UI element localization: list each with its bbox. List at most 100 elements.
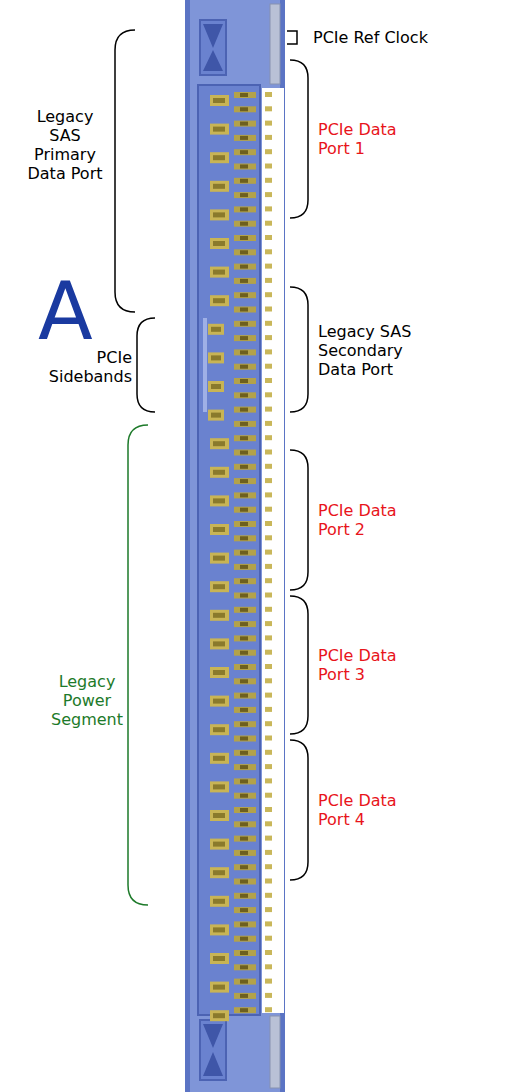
bracket (128, 425, 148, 905)
contact-pin-core (240, 508, 248, 512)
edge-pad (265, 435, 272, 440)
contact-core (213, 842, 225, 847)
pin-bay (198, 85, 260, 1015)
edge-pad (265, 550, 272, 555)
contact-pin-core (240, 279, 248, 283)
contact-pin (234, 249, 256, 255)
contact-pin (234, 392, 256, 398)
edge-pad (265, 335, 272, 340)
edge-pad (265, 936, 272, 941)
contact-pin (234, 221, 256, 227)
contact-core (213, 556, 225, 561)
edge-pad (265, 507, 272, 512)
edge-pad (265, 535, 272, 540)
contact-pin-core (240, 908, 248, 912)
contact-pad (210, 581, 229, 592)
edge-pad (265, 307, 272, 312)
contact-pin-core (240, 136, 248, 140)
contact-pin (234, 564, 256, 570)
contact-pin (234, 635, 256, 641)
edge-pad (265, 192, 272, 197)
edge-pad (265, 979, 272, 984)
contact-pin-core (240, 379, 248, 383)
contact-core (213, 641, 225, 646)
contact-pad (210, 696, 229, 707)
edge-pad (265, 1007, 272, 1012)
edge-pad (265, 693, 272, 698)
edge-pad (265, 564, 272, 569)
contact-core (213, 927, 225, 932)
edge-pad (265, 478, 272, 483)
contact-pin (234, 435, 256, 441)
edge-pad (265, 121, 272, 126)
edge-pad (265, 621, 272, 626)
edge-pad (265, 836, 272, 841)
edge-pad (265, 750, 272, 755)
contact-pin (234, 92, 256, 98)
contact-pin-core (240, 679, 248, 683)
edge-pad (265, 635, 272, 640)
contact-pin-core (240, 1008, 248, 1012)
contact-pin (234, 893, 256, 899)
contact-pin-core (240, 808, 248, 812)
contact-pin (234, 850, 256, 856)
edge-pad (265, 778, 272, 783)
contact-pin-core (240, 551, 248, 555)
contact-pin-core (240, 622, 248, 626)
contact-pin (234, 492, 256, 498)
contact-pin-core (240, 479, 248, 483)
bracket (287, 31, 297, 44)
contact-pin (234, 650, 256, 656)
edge-pad (265, 921, 272, 926)
port-label: PCIe Data Port 1 (318, 120, 412, 158)
contact-pin (234, 464, 256, 470)
contact-pin-core (240, 851, 248, 855)
latch-top (200, 20, 226, 75)
contact-core (213, 498, 225, 503)
edge-pad (265, 407, 272, 412)
contact-pad (210, 638, 229, 649)
contact-pin-core (240, 994, 248, 998)
port-label: PCIe Data Port 3 (318, 646, 412, 684)
edge-pad (265, 793, 272, 798)
edge-pad (265, 807, 272, 812)
contact-pin-core (240, 636, 248, 640)
contact-core (213, 613, 225, 618)
contact-pad (210, 610, 229, 621)
contact-pad (210, 524, 229, 535)
contact-pin (234, 764, 256, 770)
contact-core (213, 470, 225, 475)
contact-pin-core (240, 393, 248, 397)
contact-pin-core (240, 665, 248, 669)
contact-pin (234, 178, 256, 184)
contact-pin-core (240, 493, 248, 497)
contact-core (213, 756, 225, 761)
contact-pin (234, 621, 256, 627)
contact-pad (210, 295, 229, 306)
contact-pin-core (240, 779, 248, 783)
connector-housing (185, 0, 285, 1092)
contact-pin-core (240, 765, 248, 769)
contact-pin (234, 979, 256, 985)
edge-pad (265, 164, 272, 169)
contact-pin-core (240, 651, 248, 655)
latch-bottom (200, 1020, 226, 1080)
edge-pad (265, 135, 272, 140)
contact-core (211, 355, 221, 360)
edge-pad (265, 707, 272, 712)
bracket (290, 287, 308, 412)
edge-pad (265, 907, 272, 912)
contact-pin-core (240, 122, 248, 126)
contact-pin (234, 736, 256, 742)
contact-pin (234, 750, 256, 756)
contact-pin (234, 864, 256, 870)
contact-pin-core (240, 193, 248, 197)
card-slot (262, 88, 284, 1013)
contact-pin-core (240, 951, 248, 955)
port-label: PCIe Data Port 2 (318, 501, 412, 539)
contact-pin-core (240, 980, 248, 984)
bracket (137, 318, 155, 412)
contact-pad (208, 324, 224, 335)
contact-pin (234, 507, 256, 513)
